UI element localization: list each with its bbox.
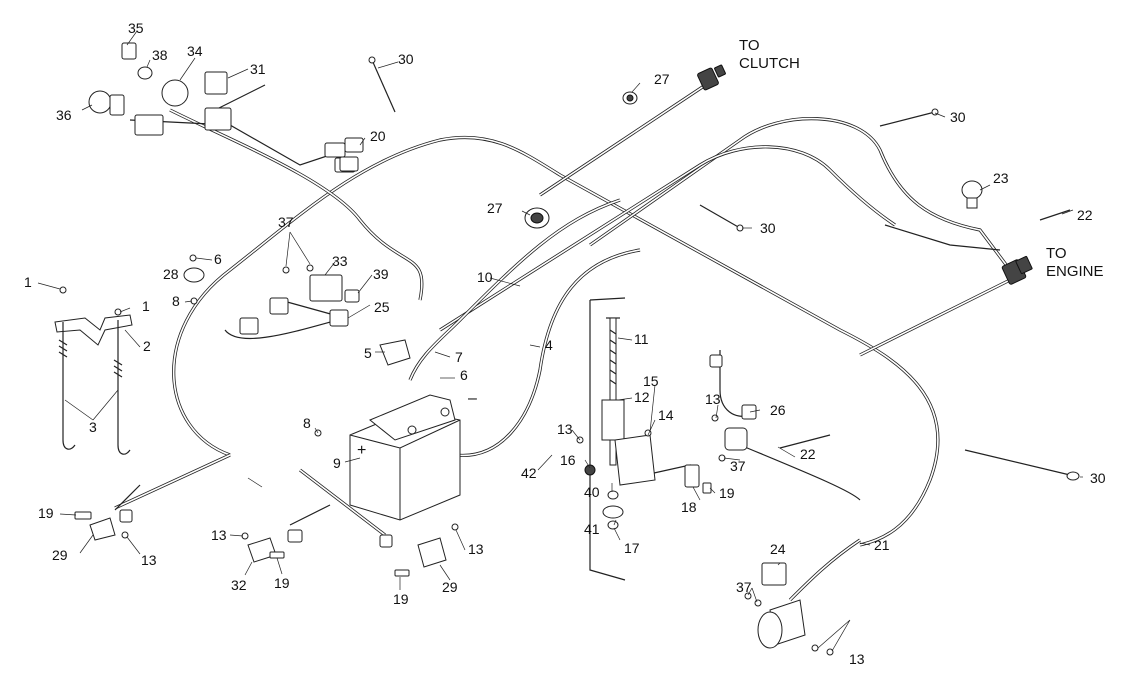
fuse-cap	[379, 339, 411, 366]
part-label-30: 30	[950, 109, 966, 125]
part-label-34: 34	[187, 43, 203, 59]
relay-cluster	[239, 264, 360, 335]
part-label-11: 11	[634, 331, 649, 347]
part-label-8: 8	[303, 415, 311, 431]
part-label-31: 31	[250, 61, 266, 77]
engine-connector	[1001, 255, 1033, 285]
tie-straps	[368, 56, 1080, 481]
part-label-22: 22	[800, 446, 816, 462]
part-label-20: 20	[370, 128, 386, 144]
part-label-27: 27	[487, 200, 503, 216]
part-label-1: 1	[142, 298, 150, 314]
part-label-19: 19	[38, 505, 54, 521]
part-label-13: 13	[468, 541, 484, 557]
battery-positive-symbol: +	[357, 442, 366, 459]
part-label-21: 21	[874, 537, 890, 553]
part-label-1: 1	[24, 274, 32, 290]
part-label-38: 38	[152, 47, 168, 63]
part-label-13: 13	[557, 421, 573, 437]
connector-20	[339, 137, 364, 172]
lamp-23	[961, 180, 983, 209]
solenoid-bracket	[576, 317, 656, 530]
part-label-18: 18	[681, 499, 697, 515]
part-label-10: 10	[477, 269, 493, 285]
part-label-14: 14	[658, 407, 674, 423]
part-label-13: 13	[141, 552, 157, 568]
part-label-2: 2	[143, 338, 151, 354]
switch-29-right	[379, 523, 459, 577]
to-clutch-label-line1: TO	[739, 37, 760, 54]
part-label-13: 13	[849, 651, 865, 667]
clamp-28	[183, 254, 205, 305]
part-label-29: 29	[52, 547, 68, 563]
part-label-25: 25	[374, 299, 390, 315]
switch-29-left	[74, 509, 133, 541]
part-label-37: 37	[736, 579, 752, 595]
part-label-9: 9	[333, 455, 341, 471]
branch-wires	[114, 84, 1001, 581]
relay-18	[684, 464, 712, 494]
to-clutch-label-line2: CLUTCH	[739, 55, 800, 72]
part-label-19: 19	[719, 485, 735, 501]
part-label-16: 16	[560, 452, 576, 468]
part-label-32: 32	[231, 577, 247, 593]
dash-switches	[88, 42, 356, 173]
part-label-4: 4	[545, 337, 553, 353]
to-engine-label-line1: TO	[1046, 245, 1067, 262]
part-label-41: 41	[584, 521, 600, 537]
switch-32	[241, 529, 303, 563]
clutch-connector	[697, 64, 726, 91]
part-label-40: 40	[584, 484, 600, 500]
part-label-19: 19	[393, 591, 409, 607]
part-label-30: 30	[398, 51, 414, 67]
main-harness-loop	[114, 80, 1012, 602]
part-label-5: 5	[364, 345, 372, 361]
part-label-22: 22	[1077, 207, 1093, 223]
part-label-19: 19	[274, 575, 290, 591]
part-label-36: 36	[56, 107, 72, 123]
part-label-23: 23	[993, 170, 1009, 186]
part-label-28: 28	[163, 266, 179, 282]
part-label-33: 33	[332, 253, 348, 269]
part-label-35: 35	[128, 20, 144, 36]
part-label-6: 6	[460, 367, 468, 383]
part-label-30: 30	[1090, 470, 1106, 486]
part-label-30: 30	[760, 220, 776, 236]
part-label-3: 3	[89, 419, 97, 435]
grommet-27	[524, 91, 638, 229]
battery	[314, 394, 461, 521]
part-label-26: 26	[770, 402, 786, 418]
part-label-15: 15	[643, 373, 659, 389]
part-label-37: 37	[278, 214, 294, 230]
part-label-27: 27	[654, 71, 670, 87]
leader-lines	[37, 30, 1083, 652]
part-label-42: 42	[521, 465, 537, 481]
part-label-7: 7	[455, 349, 463, 365]
part-label-39: 39	[373, 266, 389, 282]
part-label-8: 8	[172, 293, 180, 309]
part-label-13: 13	[211, 527, 227, 543]
part-number-labels: 1 1 2 3 4 5 6 6 7 8 8 9 10 11 12 13 13 1…	[24, 20, 1106, 667]
part-label-17: 17	[624, 540, 640, 556]
part-label-12: 12	[634, 389, 650, 405]
part-label-6: 6	[214, 251, 222, 267]
battery-negative-symbol: –	[468, 390, 477, 407]
part-label-13: 13	[705, 391, 721, 407]
to-engine-label-line2: ENGINE	[1046, 263, 1104, 280]
solenoid-26	[709, 354, 757, 462]
bracket-and-hooks	[54, 286, 133, 455]
rear-plug-cluster	[744, 562, 834, 656]
part-label-24: 24	[770, 541, 786, 557]
part-label-29: 29	[442, 579, 458, 595]
part-label-37: 37	[730, 458, 746, 474]
